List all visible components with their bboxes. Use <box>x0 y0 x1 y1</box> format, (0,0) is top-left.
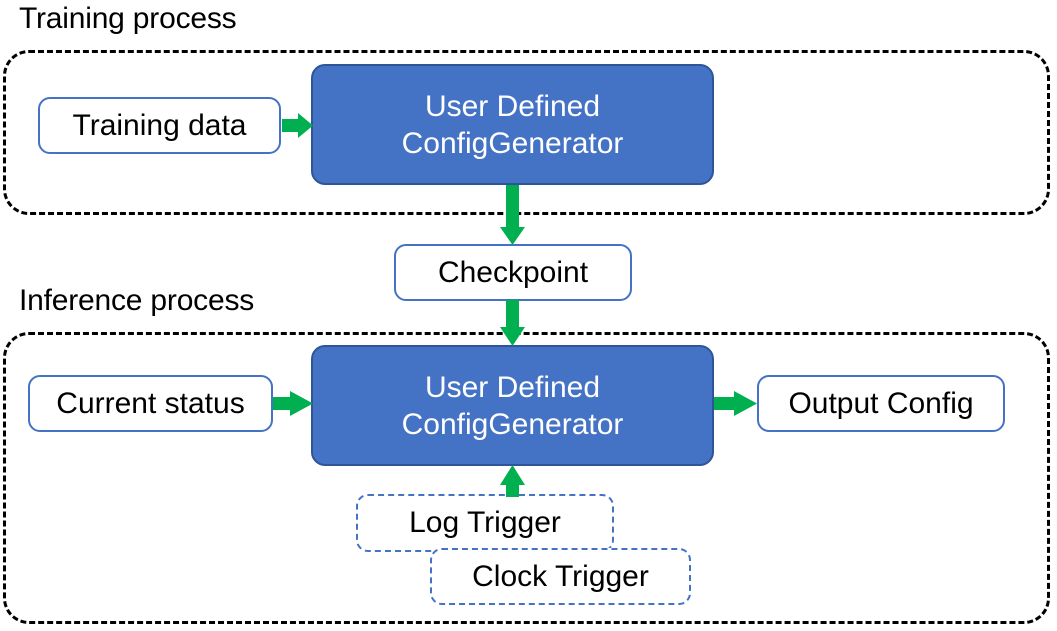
node-log-trigger-label: Log Trigger <box>409 506 561 539</box>
inference-process-container <box>3 332 1050 624</box>
node-inf-generator-label: User Defined ConfigGenerator <box>396 369 630 443</box>
node-log-trigger[interactable]: Log Trigger <box>356 494 614 552</box>
node-checkpoint[interactable]: Checkpoint <box>394 244 632 301</box>
node-inf-generator-line2: ConfigGenerator <box>401 407 624 441</box>
training-process-title: Training process <box>19 2 237 35</box>
node-clock-trigger[interactable]: Clock Trigger <box>430 548 691 605</box>
inference-process-title: Inference process <box>19 284 255 317</box>
node-training-data-label: Training data <box>72 108 247 142</box>
node-current-status[interactable]: Current status <box>28 375 273 432</box>
node-clock-trigger-label: Clock Trigger <box>472 559 649 593</box>
node-user-defined-configgenerator-inference[interactable]: User Defined ConfigGenerator <box>311 345 714 466</box>
training-process-container <box>3 50 1050 215</box>
node-output-config[interactable]: Output Config <box>757 375 1005 432</box>
node-train-generator-label: User Defined ConfigGenerator <box>396 88 630 162</box>
node-train-generator-line1: User Defined <box>424 89 601 123</box>
node-train-generator-line2: ConfigGenerator <box>401 126 624 160</box>
node-output-config-label: Output Config <box>788 386 974 420</box>
node-current-status-label: Current status <box>56 386 245 420</box>
node-checkpoint-label: Checkpoint <box>437 255 589 289</box>
node-user-defined-configgenerator-training[interactable]: User Defined ConfigGenerator <box>311 64 714 185</box>
node-training-data[interactable]: Training data <box>38 97 281 154</box>
node-inf-generator-line1: User Defined <box>424 370 601 404</box>
